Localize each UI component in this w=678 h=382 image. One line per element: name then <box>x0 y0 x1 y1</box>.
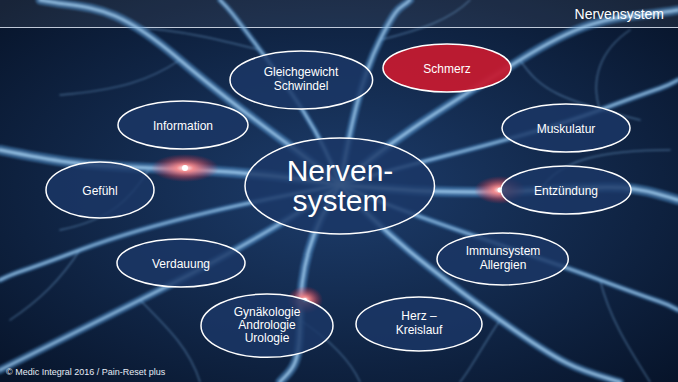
text-group: Nerven- system <box>278 156 403 216</box>
ellipse-shape <box>502 104 630 152</box>
topic-ellipse: Immunsystem Allergien <box>436 232 569 286</box>
topic-label: Gleichgewicht Schwindel <box>255 66 347 92</box>
topic-ellipse: Gleichgewicht Schwindel <box>229 50 374 110</box>
ellipse-shape <box>437 233 568 285</box>
ellipse-shape <box>201 294 333 357</box>
topic-ellipse: Gefühl <box>45 161 155 219</box>
topic-label: Gynäkologie Andrologie Urologie <box>227 306 307 346</box>
ellipse-shape <box>356 297 482 351</box>
topic-label: Information <box>153 120 213 133</box>
topic-label: Herz – Kreislauf <box>389 310 449 336</box>
text-group: Schmerz <box>423 59 470 77</box>
ellipse-shape <box>501 166 631 214</box>
topic-label: Verdauung <box>152 258 210 271</box>
ellipse-shape <box>118 101 248 149</box>
slide-title: Nervensystem <box>575 6 664 22</box>
ellipse-shape <box>117 239 245 287</box>
topic-ellipse: Information <box>117 100 249 150</box>
ellipse-shape <box>46 162 154 218</box>
ellipse-shape <box>383 44 511 92</box>
highlight-ellipse: Schmerz <box>382 43 512 93</box>
topic-ellipse: Entzündung <box>500 165 632 215</box>
copyright-note: © Medic Integral 2016 / Pain-Reset plus <box>6 367 165 377</box>
text-group: Gynäkologie Andrologie Urologie <box>227 306 307 346</box>
text-group: Information <box>153 116 213 134</box>
topic-ellipse: Verdauung <box>116 238 246 288</box>
topic-ellipse: Muskulatur <box>501 103 631 153</box>
center-ellipse: Nerven- system <box>244 137 436 235</box>
text-group: Immunsystem Allergien <box>461 245 545 272</box>
text-group: Gefühl <box>82 181 117 199</box>
topic-label: Schmerz <box>423 63 470 76</box>
topic-label: Muskulatur <box>537 123 596 136</box>
topic-label: Gefühl <box>82 185 117 198</box>
topic-ellipse: Gynäkologie Andrologie Urologie <box>200 293 334 358</box>
topic-label: Immunsystem Allergien <box>461 245 545 271</box>
ellipse-shape <box>245 138 435 234</box>
text-group: Verdauung <box>152 254 210 272</box>
text-group: Muskulatur <box>537 119 596 137</box>
topic-label: Entzündung <box>534 185 598 198</box>
ellipse-shape <box>230 51 373 109</box>
topic-ellipse: Herz – Kreislauf <box>355 296 483 352</box>
text-group: Gleichgewicht Schwindel <box>255 66 347 93</box>
text-group: Herz – Kreislauf <box>389 310 449 337</box>
text-group: Entzündung <box>534 181 598 199</box>
center-label: Nerven- system <box>278 156 403 216</box>
